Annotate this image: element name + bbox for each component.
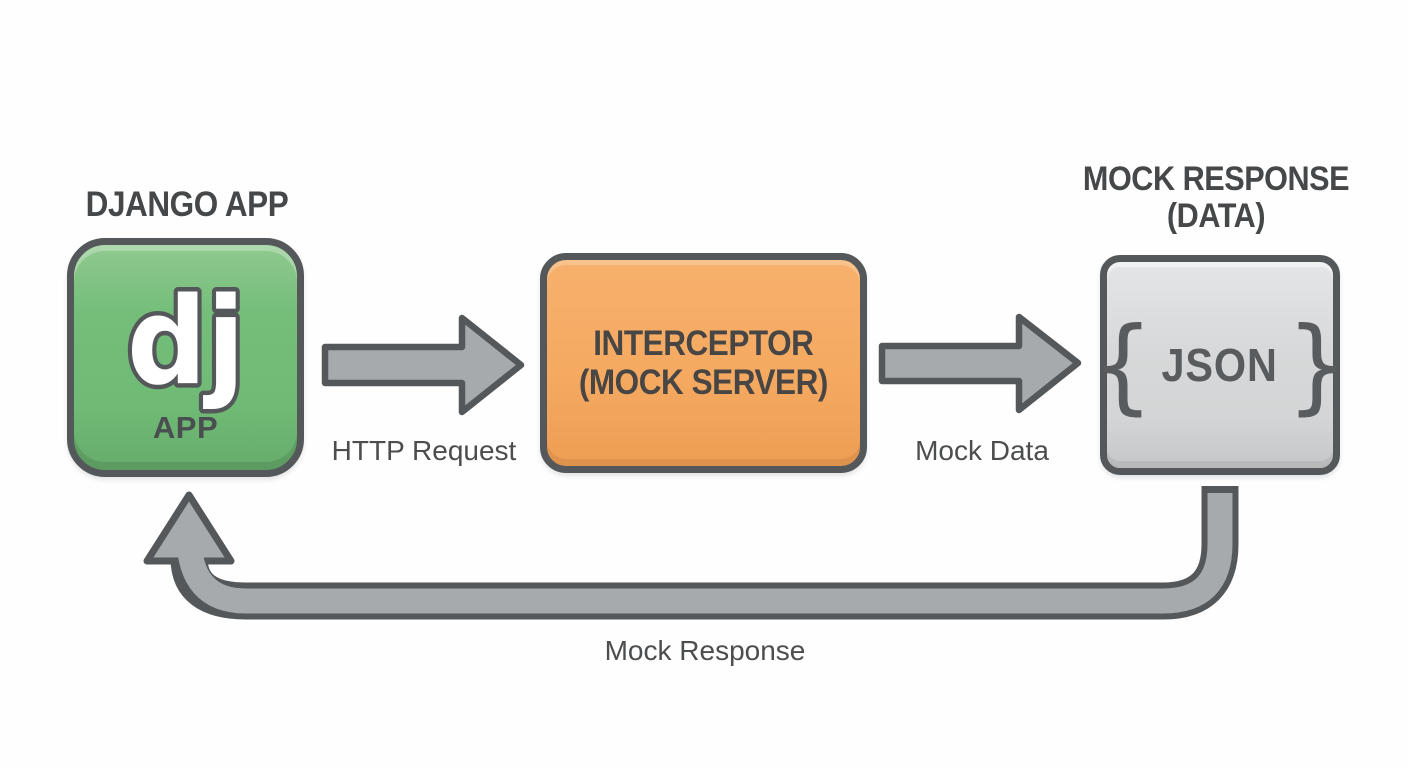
mock-response-title-line1: MOCK RESPONSE xyxy=(1082,160,1350,198)
mock-response-node-title: MOCK RESPONSE (DATA) xyxy=(1046,161,1386,235)
interceptor-label-line2: (MOCK SERVER) xyxy=(578,363,829,402)
django-app-label: APP xyxy=(152,410,219,445)
mock-data-edge-label: Mock Data xyxy=(915,435,1049,466)
mock-response-return-arrow-icon xyxy=(143,486,1239,620)
mock-data-arrow-icon xyxy=(878,313,1082,414)
interceptor-node: INTERCEPTOR (MOCK SERVER) xyxy=(540,253,867,473)
django-logo-text: dj xyxy=(127,273,245,412)
open-brace-icon: { xyxy=(1092,304,1154,426)
django-node-title: DJANGO APP xyxy=(37,186,337,224)
mock-response-title-line2: (DATA) xyxy=(1166,197,1266,235)
interceptor-label-line1: INTERCEPTOR xyxy=(593,324,814,363)
json-label: JSON xyxy=(1161,339,1279,391)
http-request-arrow-icon xyxy=(321,314,525,416)
django-node: dj APP xyxy=(67,238,304,477)
mock-response-edge-label: Mock Response xyxy=(604,635,806,666)
close-brace-icon: } xyxy=(1286,304,1348,426)
django-logo-icon: dj xyxy=(122,269,249,417)
django-node-title-text: DJANGO APP xyxy=(85,185,289,224)
http-request-edge-label: HTTP Request xyxy=(331,435,517,466)
json-node: { JSON } xyxy=(1092,255,1348,475)
